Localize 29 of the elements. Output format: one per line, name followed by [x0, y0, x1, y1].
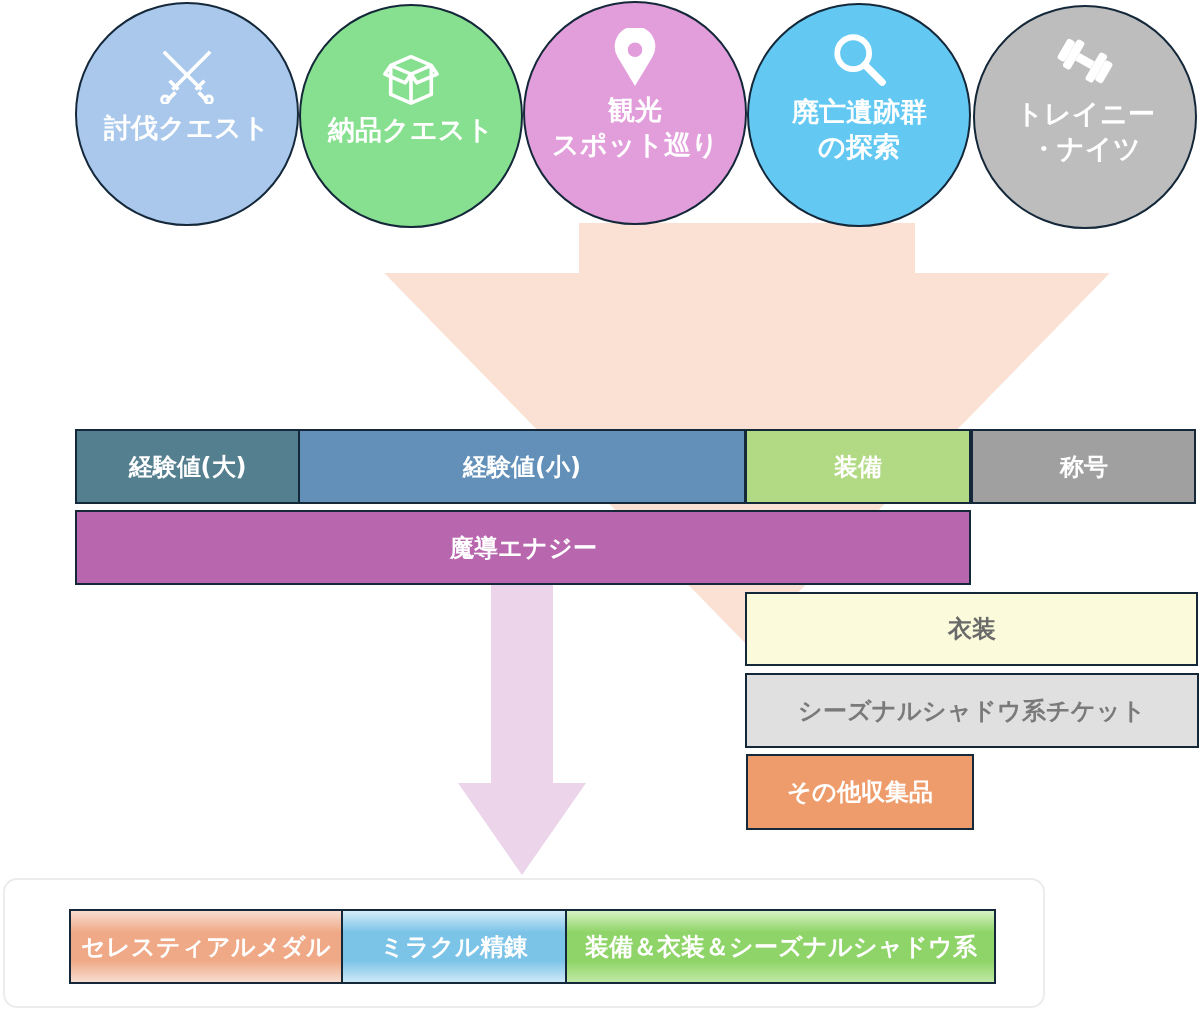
group-panel — [3, 878, 1045, 1008]
circle-label: 廃亡遺跡群の探索 — [790, 94, 928, 164]
reward-box — [565, 909, 996, 984]
box-label: 装備 — [834, 451, 882, 483]
box-label: 装備＆衣装＆シーズナルシャドウ系 — [584, 931, 977, 963]
box-label: 称号 — [1059, 451, 1108, 483]
circle-label: 納品クエスト — [326, 113, 495, 148]
reward-box — [69, 909, 343, 984]
reward-box — [341, 909, 567, 984]
reward-box — [971, 429, 1196, 504]
box-label: その他収集品 — [787, 777, 933, 808]
box-label: 衣装 — [947, 614, 996, 645]
block-arrow — [458, 585, 586, 875]
reward-box — [745, 592, 1198, 666]
reward-box — [298, 429, 746, 504]
box-label: ミラクル精錬 — [380, 931, 528, 963]
circle-label: 討伐クエスト — [103, 111, 271, 146]
circle-label: トレイニー・ナイツ — [1014, 96, 1156, 166]
box-label: 魔導エナジー — [449, 532, 597, 564]
reward-box — [75, 510, 971, 585]
box-label: 経験値(大) — [128, 451, 247, 483]
box-label: 経験値(小) — [463, 451, 581, 483]
reward-box — [75, 429, 300, 504]
box-label: セレスティアルメダル — [81, 931, 331, 963]
circle-label: 観光スポット巡り — [550, 92, 720, 162]
reward-box — [745, 673, 1199, 748]
reward-box — [745, 429, 971, 504]
reward-box — [746, 754, 974, 830]
box-label: シーズナルシャドウ系チケット — [798, 695, 1146, 727]
